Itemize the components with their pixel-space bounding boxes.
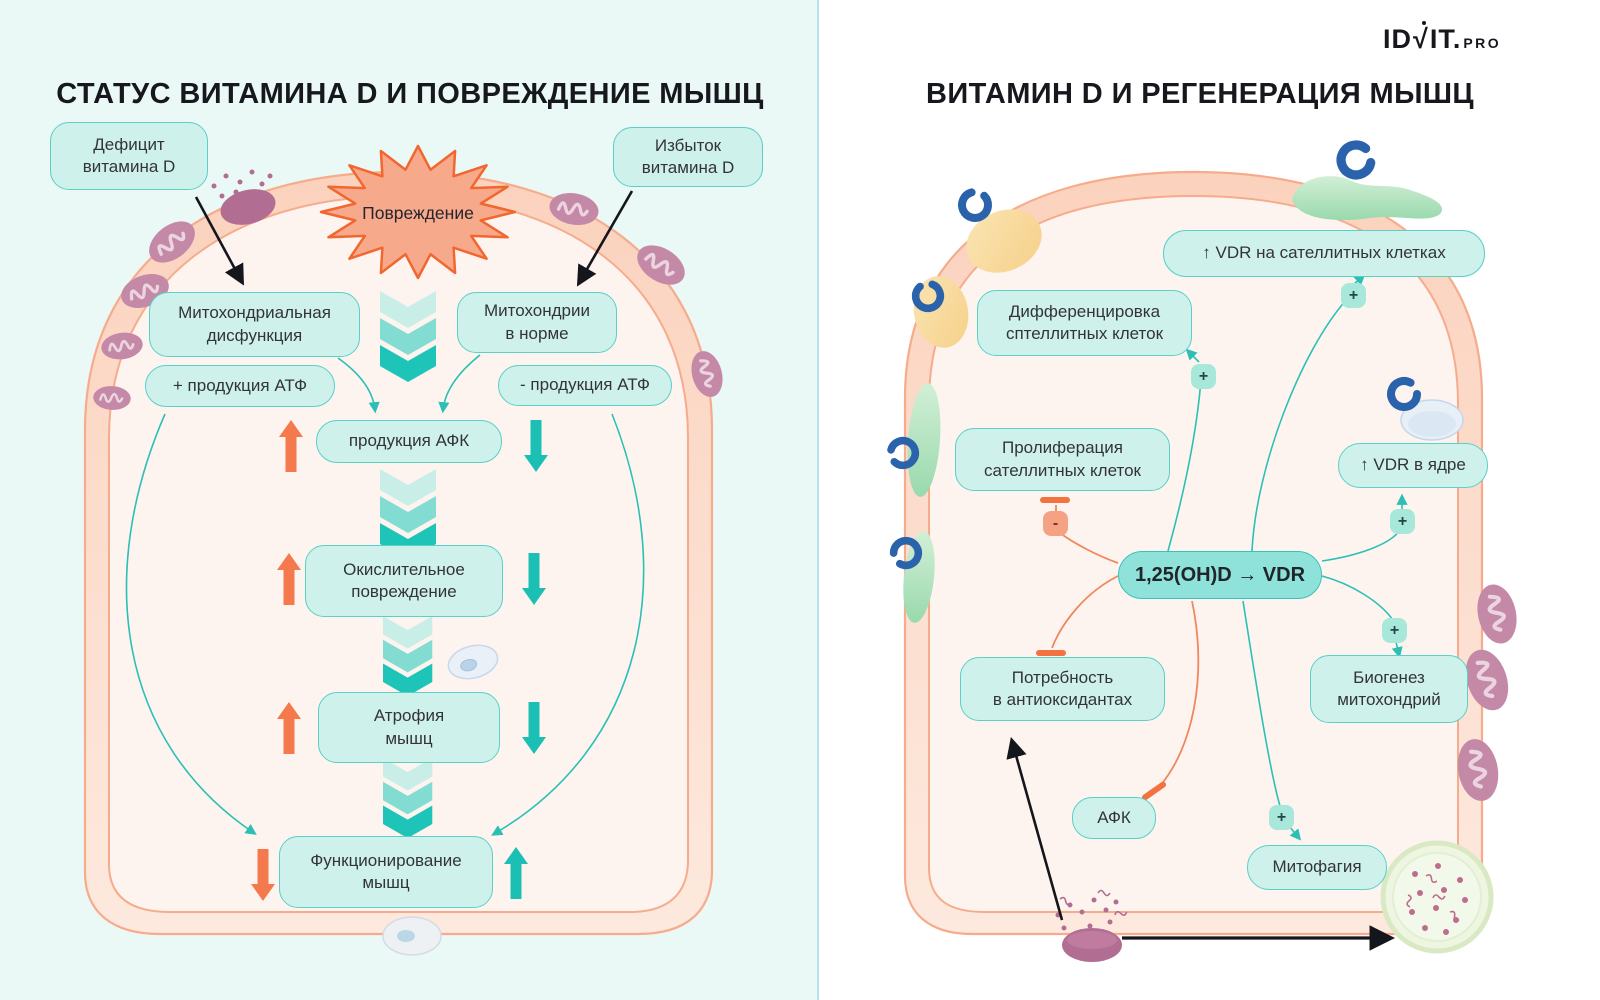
box-vdr-in-nucleus: ↑ VDR в ядре <box>1338 443 1488 488</box>
panel-muscle-regeneration <box>819 0 1600 1000</box>
logo-suffix: PRO <box>1463 35 1502 51</box>
right-panel-title: ВИТАМИН D И РЕГЕНЕРАЦИЯ МЫШЦ <box>925 78 1474 110</box>
box-vitamin-d-deficit: Дефицит витамина D <box>50 122 208 190</box>
plus-badge: + <box>1269 805 1294 830</box>
idvit-logo: ID√IT.PRO <box>1383 21 1502 55</box>
minus-badge: - <box>1043 511 1068 536</box>
plus-badge: + <box>1191 364 1216 389</box>
box-mitochondrial-dysfunction: Митохондриальная дисфункция <box>149 292 360 357</box>
left-panel-title: СТАТУС ВИТАМИНА D И ПОВРЕЖДЕНИЕ МЫШЦ <box>56 78 764 110</box>
box-antioxidant-need: Потребность в антиоксидантах <box>960 657 1165 721</box>
logo-part1: ID <box>1383 24 1412 54</box>
logo-check-dot <box>1422 21 1427 25</box>
plus-badge: + <box>1390 509 1415 534</box>
box-vitamin-d-vdr-binding: 1,25(OH)D → VDR <box>1118 551 1322 599</box>
logo-check-icon: √ <box>1413 21 1429 55</box>
plus-badge: + <box>1382 618 1407 643</box>
plus-badge: + <box>1341 283 1366 308</box>
box-vitamin-d-excess: Избыток витамина D <box>613 127 763 187</box>
box-mitochondria-normal: Митохондрии в норме <box>457 292 617 353</box>
logo-part2: IT. <box>1429 24 1462 54</box>
starburst-label: Повреждение <box>362 202 474 223</box>
box-mitophagy: Митофагия <box>1247 845 1387 890</box>
box-muscle-atrophy: Атрофия мышц <box>318 692 500 763</box>
box-vdr-satellite-cells: ↑ VDR на сателлитных клетках <box>1163 230 1485 277</box>
box-muscle-functioning: Функционирование мышц <box>279 836 493 908</box>
box-mitochondrial-biogenesis: Биогенез митохондрий <box>1310 655 1468 723</box>
box-oxidative-damage: Окислительное повреждение <box>305 545 503 617</box>
box-ros-production: продукция АФК <box>316 420 502 463</box>
box-satellite-proliferation: Пролиферация сателлитных клеток <box>955 428 1170 491</box>
box-atp-production-plus: + продукция АТФ <box>145 365 335 407</box>
box-atp-production-minus: - продукция АТФ <box>498 365 672 406</box>
box-satellite-differentiation: Дифференцировка сптеллитных клеток <box>977 290 1192 356</box>
box-ros: АФК <box>1072 797 1156 839</box>
